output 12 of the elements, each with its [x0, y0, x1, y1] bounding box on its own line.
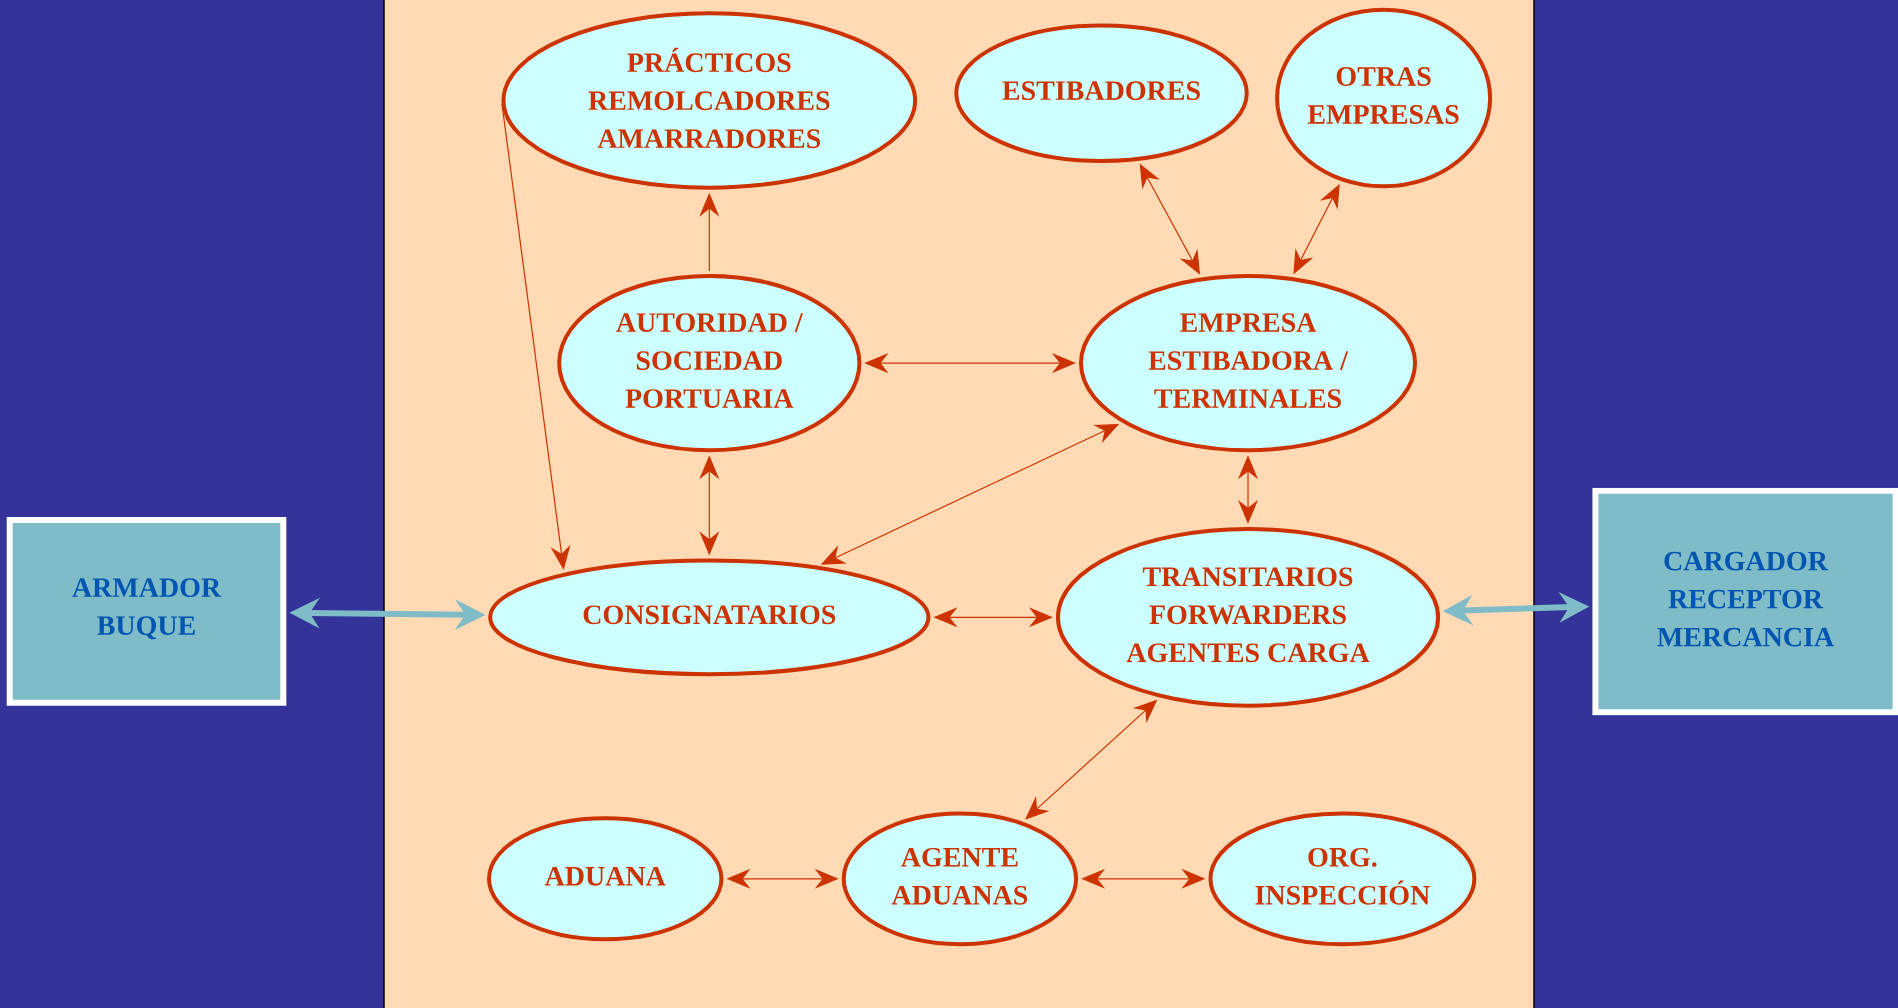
ellipse-node: TRANSITARIOS FORWARDERS AGENTES CARGA	[1055, 526, 1441, 708]
box-node: ARMADOR BUQUE	[6, 516, 287, 706]
ellipse-node: ORG. INSPECCIÓN	[1208, 811, 1477, 947]
ellipse-node: EMPRESA ESTIBADORA / TERMINALES	[1078, 273, 1418, 453]
ellipse-node: ESTIBADORES	[954, 23, 1249, 163]
ellipse-node: OTRAS EMPRESAS	[1275, 7, 1493, 189]
box-node: CARGADOR RECEPTOR MERCANCIA	[1592, 487, 1898, 716]
ellipse-node: PRÁCTICOS REMOLCADORES AMARRADORES	[501, 11, 918, 190]
ellipse-node: CONSIGNATARIOS	[488, 558, 931, 677]
ellipse-node: AGENTE ADUANAS	[841, 811, 1079, 947]
ellipse-node: ADUANA	[487, 816, 724, 942]
ellipse-node: AUTORIDAD / SOCIEDAD PORTUARIA	[557, 273, 862, 453]
